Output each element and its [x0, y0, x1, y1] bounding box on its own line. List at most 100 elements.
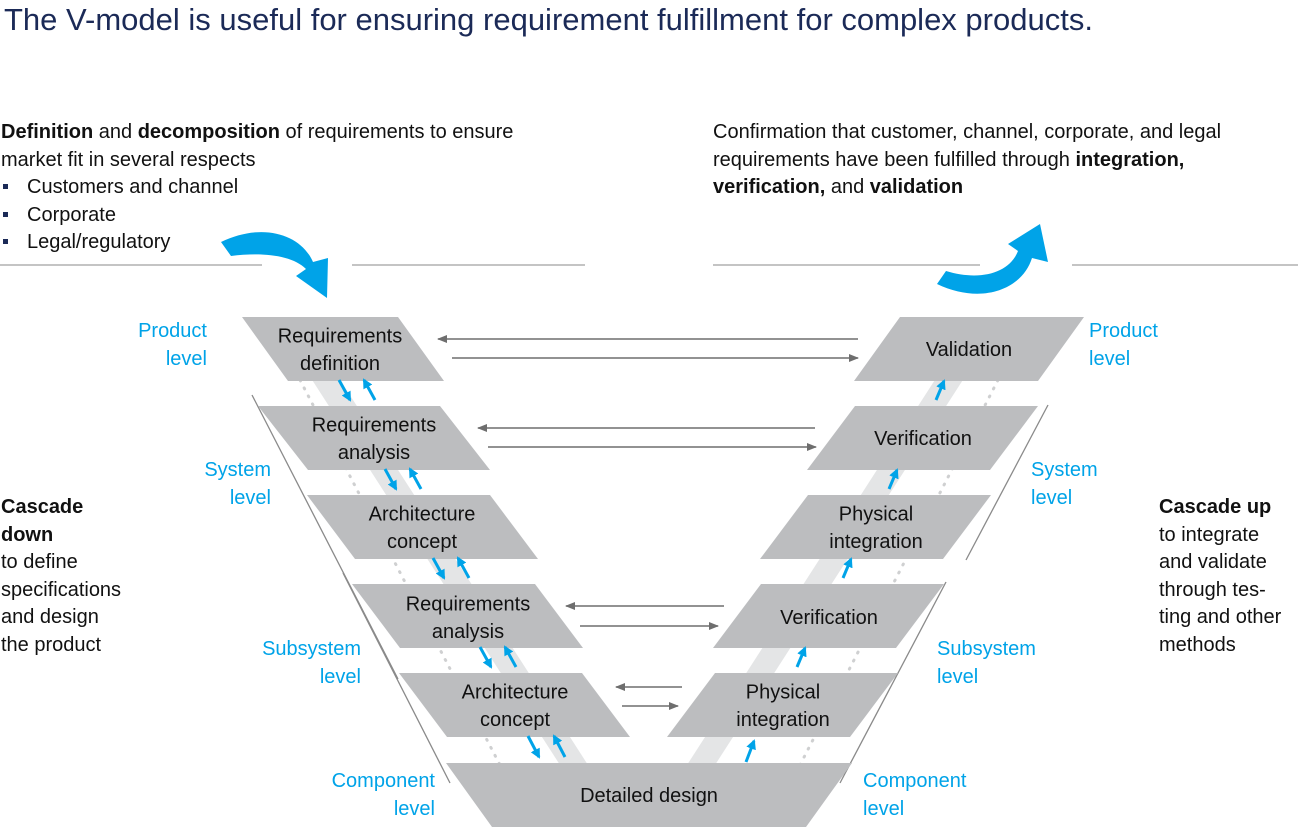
integration-word: integration, — [1075, 148, 1185, 171]
cascade-down-line: specifications — [1, 578, 122, 601]
left-stage-box-label: concept — [480, 709, 550, 731]
right-stage-box: Physical integration — [760, 495, 991, 559]
flow-arrow-icon — [887, 468, 899, 490]
right-stage-box-shape — [854, 317, 1084, 381]
left-intro: Definition and decomposition of requirem… — [1, 119, 601, 257]
flow-arrow-icon — [431, 557, 446, 580]
bullet-item: Corporate — [1, 202, 601, 230]
right-stage-box-shape — [760, 495, 991, 559]
decomposition-word: decomposition — [137, 121, 280, 143]
validation-word: validation — [869, 176, 964, 198]
definition-word: Definition — [1, 121, 94, 143]
requirement-bullets: Customers and channel Corporate Legal/re… — [1, 174, 601, 257]
detailed-design-shape — [446, 763, 852, 827]
right-stage-box-shape — [667, 673, 898, 737]
page-title: The V-model is useful for ensuring requi… — [4, 2, 1093, 37]
cascade-up-heading: Cascade up — [1159, 496, 1272, 518]
right-stage-box-label: integration — [829, 531, 922, 553]
right-stage-box-label: integration — [736, 709, 829, 731]
flow-arrow-icon — [934, 379, 946, 401]
flow-arrow-icon — [478, 646, 493, 669]
right-stage-box-shape — [713, 584, 944, 648]
cascade-up-curved-arrow-icon — [937, 224, 1048, 294]
flow-arrow-icon — [456, 556, 471, 579]
flow-arrow-icon — [503, 645, 518, 668]
right-intro-line-2: requirements have been fulfilled through… — [713, 147, 1298, 175]
right-stage-box-label: Physical — [839, 503, 913, 525]
flow-arrow-icon — [408, 467, 423, 490]
left-stage-box: Requirements definition — [242, 317, 444, 381]
left-intro-connector: and — [93, 121, 138, 143]
flow-arrow-icon — [526, 735, 541, 759]
right-stage-box-label: Validation — [926, 339, 1012, 361]
right-stage-box: Verification — [807, 406, 1038, 470]
left-stage-box: Requirements analysis — [258, 406, 490, 470]
right-stage-box-label: Physical — [746, 681, 820, 703]
right-stage-box-label: Verification — [780, 607, 878, 629]
right-stage-box: Physical integration — [667, 673, 898, 737]
left-stage-box-label: definition — [300, 353, 380, 375]
flow-arrow-icon — [362, 378, 377, 401]
cascade-up-line: methods — [1159, 633, 1236, 656]
detailed-design-label: Detailed design — [580, 785, 718, 807]
right-stage-box: Verification — [713, 584, 944, 648]
right-intro: Confirmation that customer, channel, cor… — [713, 119, 1298, 202]
cascade-down-curved-arrow-icon — [221, 232, 328, 298]
cascade-down-text: Cascade down to define specifications an… — [1, 494, 171, 659]
left-stage-box-label: analysis — [432, 621, 504, 643]
left-stage-box-shape — [399, 673, 630, 737]
flow-arrow-icon — [841, 557, 853, 579]
cascade-up-line: through tes- — [1159, 578, 1266, 601]
left-stage-box: Requirements analysis — [352, 584, 583, 648]
cascade-up-line: to integrate — [1159, 523, 1260, 546]
left-stage-box-label: analysis — [338, 442, 410, 464]
bullet-item: Customers and channel — [1, 174, 601, 202]
left-intro-line-1: Definition and decomposition of requirem… — [1, 119, 601, 147]
cascade-down-heading-2: down — [1, 523, 54, 546]
right-stage-box-label: Verification — [874, 428, 972, 450]
right-stage-box-shape — [807, 406, 1038, 470]
left-stage-box-label: Requirements — [312, 414, 437, 436]
right-intro-line-3: verification, and validation — [713, 174, 1298, 202]
flow-arrow-icon — [744, 739, 756, 763]
cascade-down-line: the product — [1, 633, 102, 656]
left-stage-box-label: Requirements — [406, 593, 531, 615]
left-stage-box-label: concept — [387, 531, 457, 553]
left-stage-box-label: Requirements — [278, 325, 403, 347]
cascade-up-line: ting and other — [1159, 606, 1282, 628]
left-stage-box: Architecture concept — [307, 495, 538, 559]
left-stage-box-shape — [352, 584, 583, 648]
detailed-design-box: Detailed design — [446, 763, 852, 827]
cascade-down-line: and design — [1, 606, 99, 628]
bullet-item: Legal/regulatory — [1, 229, 601, 257]
right-intro-connector: and — [825, 176, 870, 198]
flow-arrow-icon — [383, 468, 398, 491]
cascade-down-heading: Cascade — [1, 496, 84, 518]
right-stage-box: Validation — [854, 317, 1084, 381]
left-stage-box-shape — [307, 495, 538, 559]
right-intro-text: requirements have been fulfilled through — [713, 148, 1076, 171]
left-intro-line-2: market fit in several respects — [1, 148, 256, 171]
cascade-up-text: Cascade up to integrate and validate thr… — [1159, 494, 1299, 659]
left-stage-box-label: Architecture — [369, 503, 476, 525]
level-dividers — [251, 394, 1049, 784]
cascade-up-line: and validate — [1159, 551, 1267, 573]
left-stage-box-shape — [258, 406, 490, 470]
flow-arrow-icon — [552, 734, 567, 758]
left-intro-rest: of requirements to ensure — [279, 121, 514, 143]
left-stage-box-shape — [242, 317, 444, 381]
left-stage-box-label: Architecture — [462, 681, 569, 703]
flow-arrow-icon — [795, 646, 807, 668]
flow-arrow-icon — [337, 379, 352, 402]
right-intro-line-1: Confirmation that customer, channel, cor… — [713, 121, 1222, 143]
left-stage-box: Architecture concept — [399, 673, 630, 737]
